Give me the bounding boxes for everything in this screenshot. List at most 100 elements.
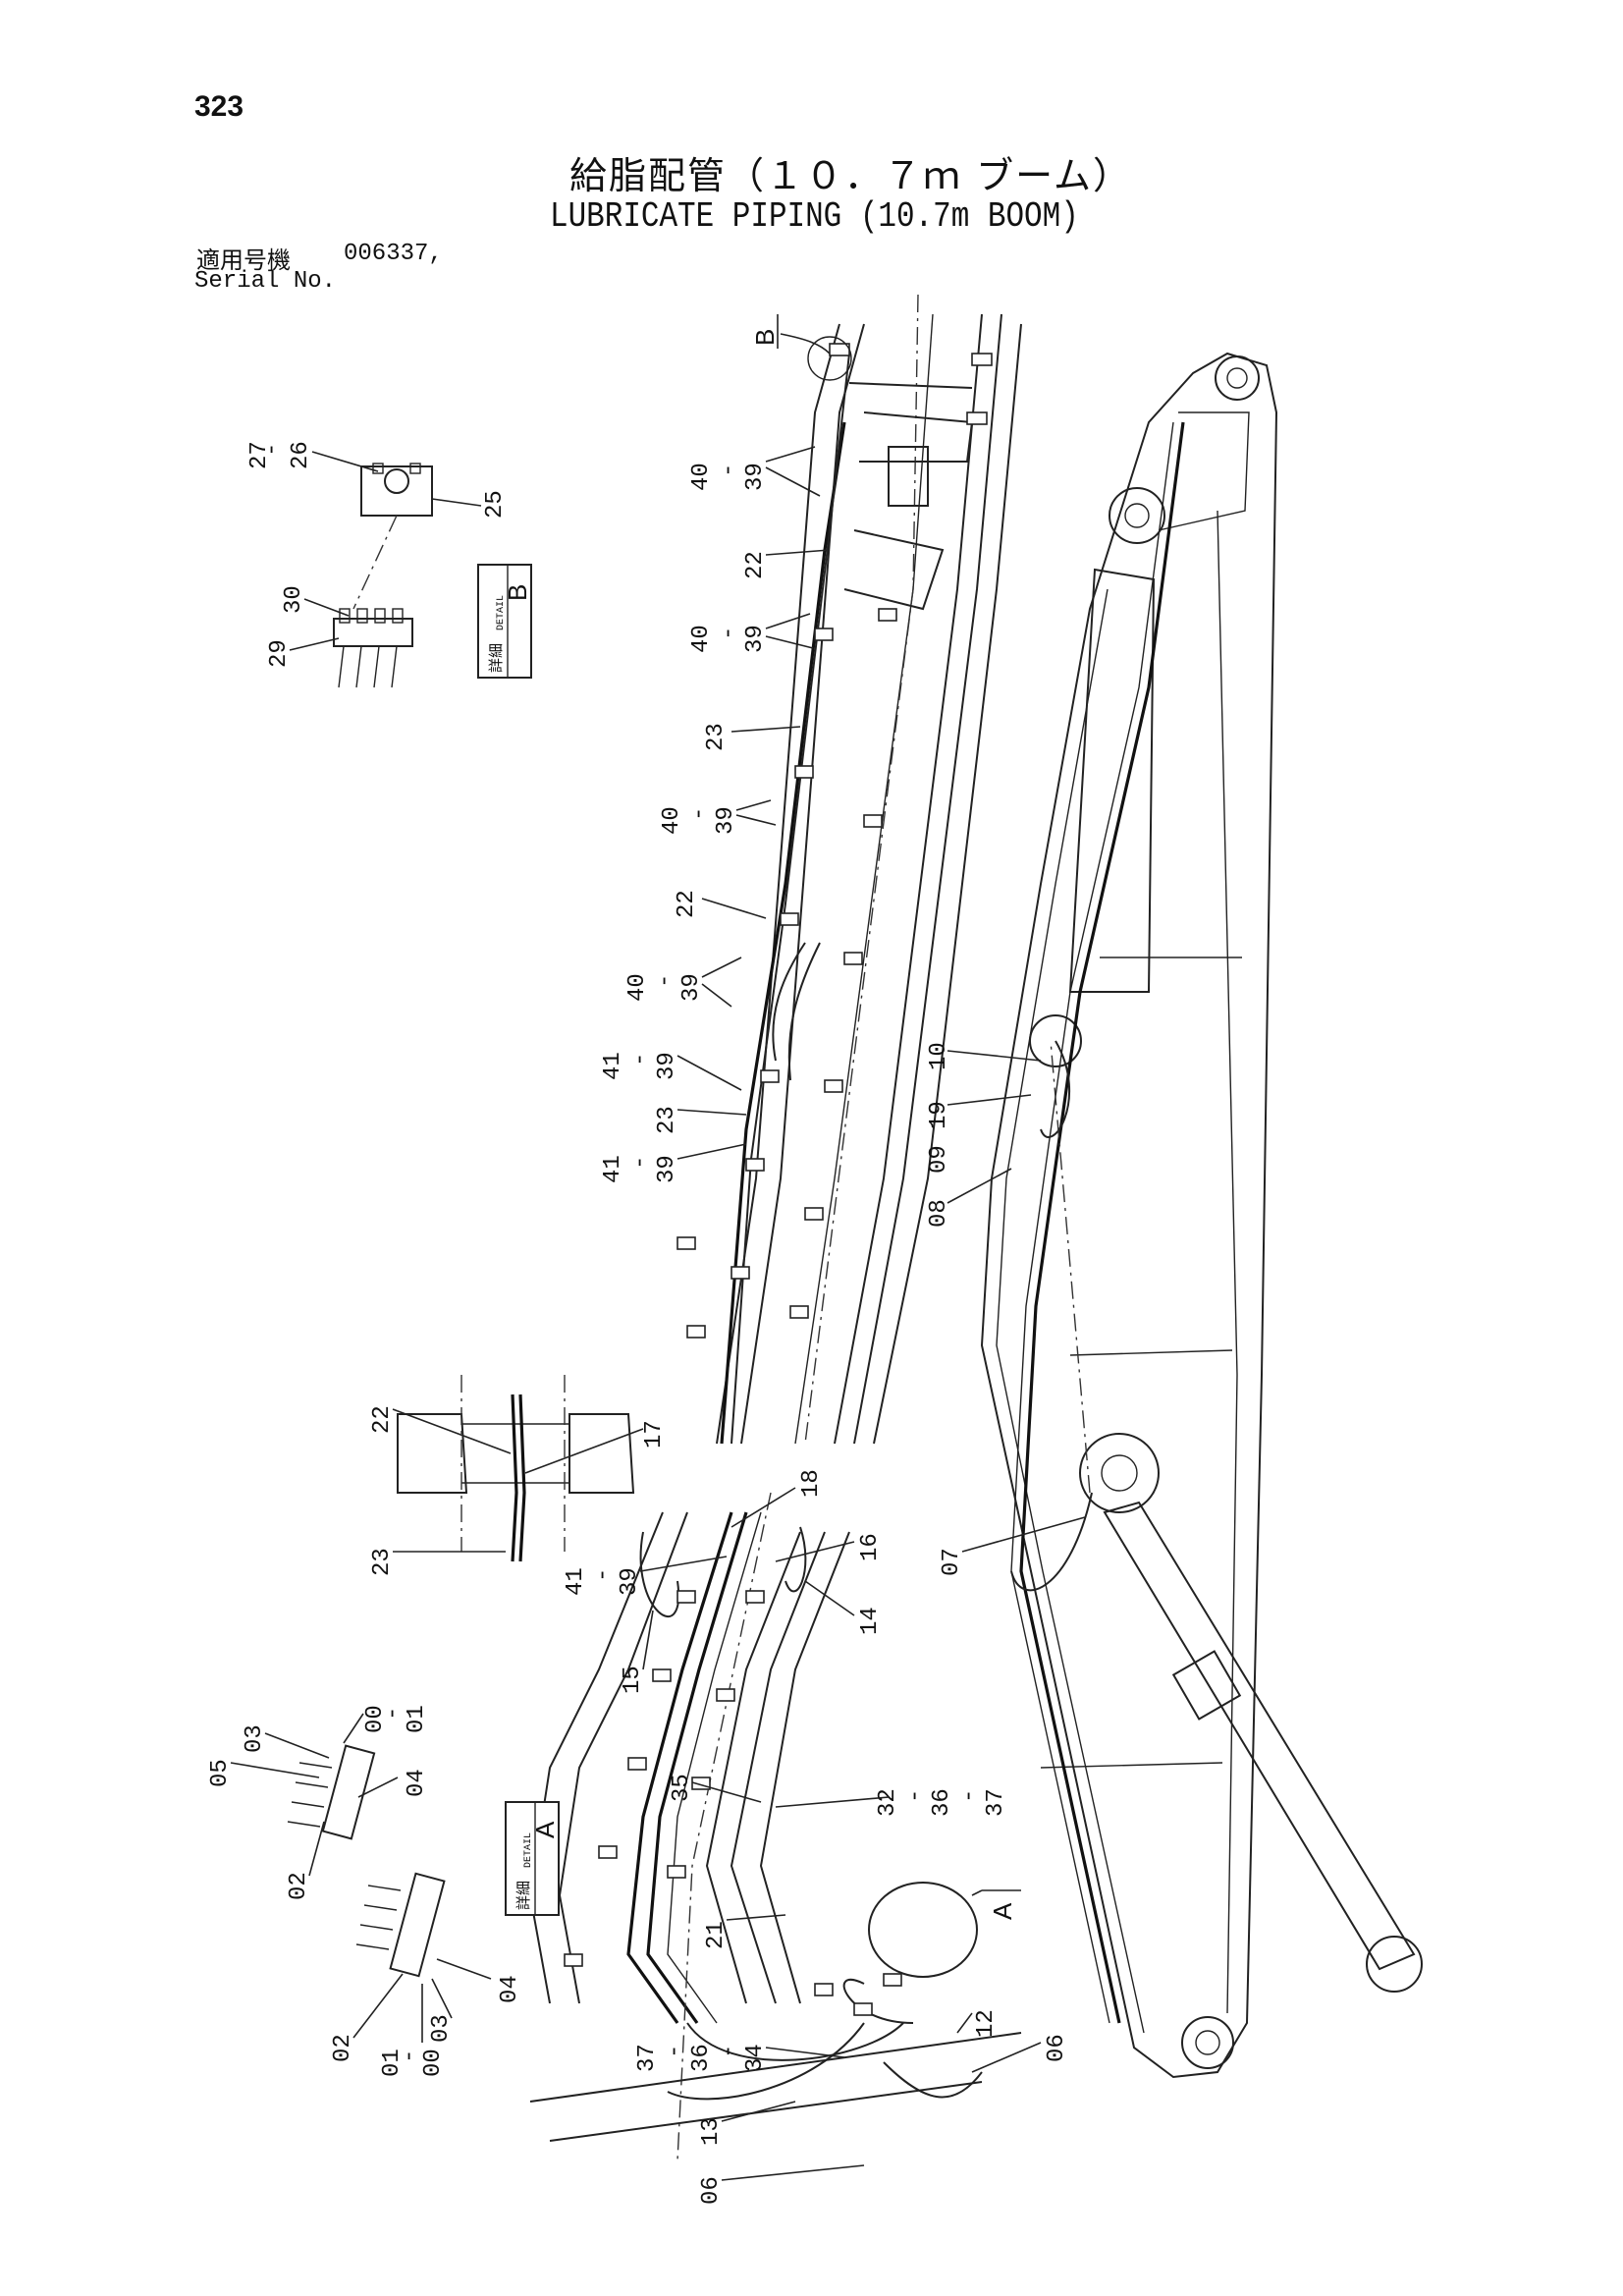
detail-b-letter: B <box>503 584 532 601</box>
lower-callouts: 18 41 - 39 16 14 15 35 32 - 36 - 37 21 A… <box>563 1469 1070 2205</box>
part-label: 09 <box>926 1145 952 1174</box>
part-label: 01 <box>379 2049 406 2077</box>
part-label: 41 <box>600 1155 626 1183</box>
part-label: - <box>686 807 713 821</box>
page-title-japanese: 給脂配管（１０．７ｍ ブーム） <box>569 154 1132 197</box>
part-label: 00 <box>420 2049 447 2077</box>
part-label: - <box>380 1707 406 1721</box>
part-label: 22 <box>742 551 769 579</box>
part-label: 35 <box>669 1774 695 1802</box>
part-label: 40 <box>688 463 715 491</box>
part-label: 34 <box>742 2044 769 2072</box>
part-label: 04 <box>497 1975 523 2003</box>
part-label: 03 <box>242 1724 268 1753</box>
detail-a-jp: 詳細 <box>514 1881 532 1910</box>
serial-label-english: Serial No. <box>194 268 337 295</box>
page-number: 323 <box>194 90 244 123</box>
part-label: - <box>590 1568 617 1582</box>
part-label: 39 <box>617 1567 643 1596</box>
detail-a-callouts: 00 - 01 03 05 04 02 04 03 02 01 - 00 <box>207 1705 523 2077</box>
detail-a-en: DETAIL <box>523 1832 534 1868</box>
part-label: 22 <box>674 890 700 918</box>
part-label: 10 <box>926 1042 952 1070</box>
part-label: 32 <box>875 1788 901 1817</box>
part-label: 39 <box>742 463 769 491</box>
part-label: 06 <box>1044 2034 1070 2062</box>
part-label: 27 <box>246 441 273 469</box>
part-label: 36 <box>688 2044 715 2072</box>
boom-piping-right <box>1010 421 1185 2024</box>
part-label: 40 <box>624 973 651 1002</box>
part-label: 07 <box>939 1548 965 1576</box>
boom-foot-detail <box>397 1375 635 1562</box>
section-letter-b: B <box>750 329 780 346</box>
part-label: - <box>902 1789 929 1803</box>
serial-label-japanese: 適用号機 <box>196 246 291 274</box>
part-label: 06 <box>698 2176 725 2205</box>
part-label: 01 <box>404 1705 430 1733</box>
part-label: 23 <box>654 1106 680 1134</box>
detail-b-jp: 詳細 <box>487 643 505 673</box>
part-label: 21 <box>703 1921 730 1949</box>
page-title-english: LUBRICATE PIPING (10.7m BOOM) <box>550 196 1079 237</box>
detail-a-letter: A <box>530 1821 560 1838</box>
part-label: 03 <box>428 2014 455 2043</box>
part-label: - <box>956 1789 983 1803</box>
part-label: 41 <box>600 1052 626 1080</box>
part-label: 39 <box>654 1155 680 1183</box>
upper-callouts: B 40 - 39 22 40 - 39 23 40 - 39 22 40 - <box>600 314 852 1183</box>
part-label: - <box>716 2045 742 2058</box>
serial-number-value: 006337, <box>344 241 443 267</box>
part-label: 25 <box>482 490 509 519</box>
part-label: 14 <box>857 1607 884 1635</box>
part-label: 39 <box>742 625 769 653</box>
foot-detail-callouts: 22 17 23 <box>369 1405 668 1576</box>
part-label: 05 <box>207 1759 234 1787</box>
part-label: 02 <box>286 1872 312 1900</box>
part-label: 23 <box>703 723 730 751</box>
part-label: 02 <box>330 2034 356 2062</box>
part-label: 23 <box>369 1548 396 1576</box>
upper-piping-assembly <box>716 294 1022 1445</box>
part-label: 39 <box>713 806 739 835</box>
part-label: - <box>716 627 742 640</box>
part-label: 12 <box>973 2009 1000 2038</box>
part-label: 29 <box>266 639 293 668</box>
detail-b-callouts: 26 - 27 25 30 29 <box>246 441 509 668</box>
part-label: 40 <box>688 625 715 653</box>
part-label: - <box>259 443 286 457</box>
boom-callouts: 10 19 09 08 07 <box>926 1042 1086 1576</box>
part-label: - <box>627 1053 654 1066</box>
lower-pipe-clamps <box>564 1590 902 2016</box>
part-label: 37 <box>983 1788 1009 1817</box>
part-label: 26 <box>288 441 314 469</box>
part-label: 30 <box>281 585 307 614</box>
detail-b-drawing <box>333 463 433 688</box>
part-label: 15 <box>620 1666 646 1694</box>
part-label: 36 <box>929 1788 955 1817</box>
part-label: 16 <box>857 1533 884 1561</box>
part-label: 37 <box>634 2044 661 2072</box>
detail-b-label: B 詳細 DETAIL <box>477 564 532 679</box>
part-label: 39 <box>654 1052 680 1080</box>
detail-a-label: A 詳細 DETAIL <box>505 1801 560 1916</box>
part-label: - <box>397 2050 423 2063</box>
part-label: 22 <box>369 1405 396 1434</box>
detail-a-drawing <box>287 1744 446 1978</box>
part-label: - <box>627 1156 654 1170</box>
part-label: 18 <box>798 1469 825 1498</box>
detail-b-en: DETAIL <box>496 595 507 630</box>
part-label: 41 <box>563 1567 589 1596</box>
part-label: 19 <box>926 1101 952 1129</box>
part-label: 39 <box>678 973 705 1002</box>
part-label: - <box>662 2045 688 2058</box>
part-label: - <box>652 974 678 988</box>
part-label: 00 <box>362 1705 389 1733</box>
part-label: 08 <box>926 1199 952 1228</box>
part-label: - <box>716 464 742 477</box>
part-label: 13 <box>698 2117 725 2146</box>
section-letter-a: A <box>988 1902 1017 1920</box>
part-label: 40 <box>659 806 685 835</box>
